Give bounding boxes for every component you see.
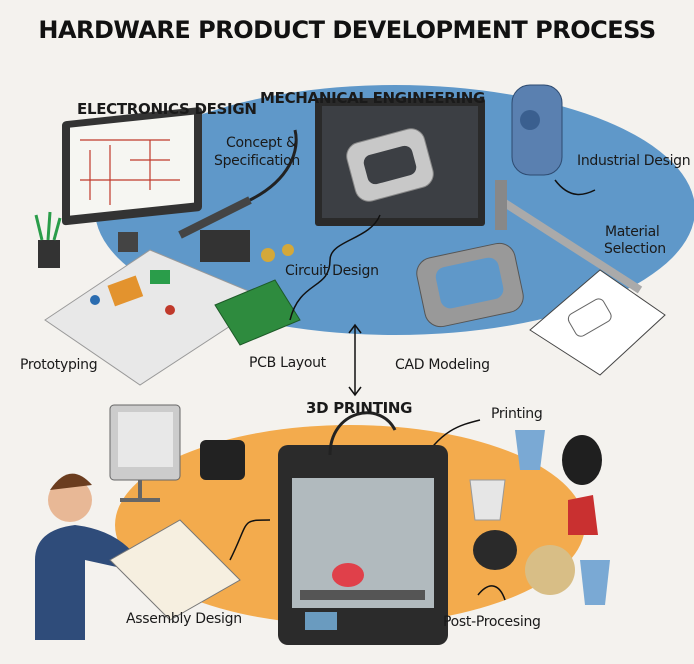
page-title: HARDWARE PRODUCT DEVELOPMENT PROCESS	[38, 16, 656, 44]
printed-cube	[200, 440, 245, 480]
cad-monitor	[315, 98, 485, 226]
label-pcb-layout: PCB Layout	[249, 355, 326, 371]
breadboard	[44, 249, 272, 386]
desktop-computer	[109, 404, 181, 502]
pcb-board	[214, 279, 301, 346]
label-prototyping: Prototyping	[20, 357, 98, 373]
label-cad-modeling: CAD Modeling	[395, 357, 490, 373]
label-concept: Concept &	[226, 135, 297, 151]
printed-parts	[469, 430, 610, 605]
label-assembly-design: Assembly Design	[126, 611, 242, 627]
schematic-monitor	[62, 107, 202, 252]
section-mechanical-engineering: MECHANICAL ENGINEERING	[260, 89, 486, 107]
label-printing: Printing	[491, 406, 543, 422]
soldering-station	[178, 129, 298, 262]
section-electronics-design: ELECTRONICS DESIGN	[77, 100, 257, 118]
label-material: Material	[605, 224, 660, 240]
caliper-icon	[495, 180, 643, 294]
section-3d-printing: 3D PRINTING	[306, 399, 413, 417]
engineer-person	[35, 473, 135, 640]
3d-printer	[278, 411, 448, 645]
label-post-processing: Post-Procesing	[443, 614, 541, 630]
label-selection: Selection	[604, 241, 666, 257]
label-industrial-design: Industrial Design	[577, 153, 691, 169]
label-circuit-design: Circuit Design	[285, 263, 379, 279]
label-specification: Specification	[214, 153, 300, 169]
flow-arrows	[229, 179, 596, 601]
sketchbook	[529, 269, 666, 376]
industrial-design-model	[511, 84, 563, 176]
assembly-drawing	[109, 519, 241, 621]
cad-part	[416, 242, 524, 328]
pencil-cup-icon	[34, 211, 62, 268]
